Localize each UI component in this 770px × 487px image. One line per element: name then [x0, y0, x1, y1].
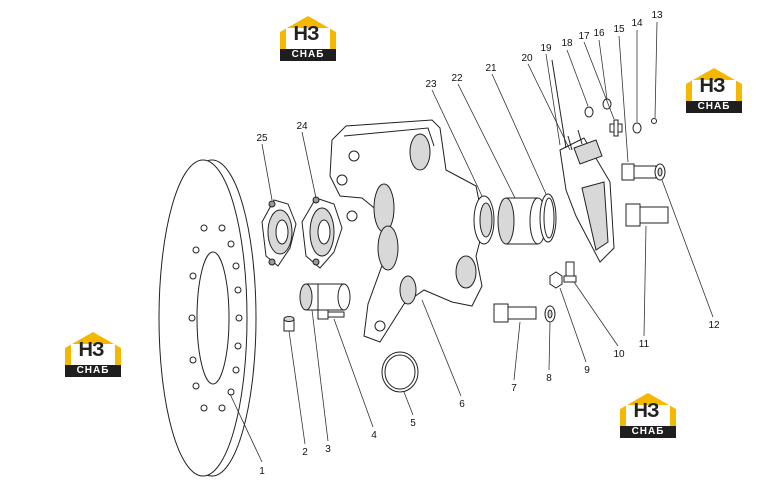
part-8-washer — [544, 305, 556, 323]
part-24-hub-flange — [301, 196, 343, 269]
callout-24: 24 — [296, 121, 308, 132]
callout-10: 10 — [613, 349, 625, 360]
logo-letters: НЗ — [699, 75, 726, 97]
callout-4: 4 — [371, 430, 377, 441]
callout-13: 13 — [651, 10, 663, 21]
callout-17: 17 — [578, 31, 590, 42]
callout-18: 18 — [561, 38, 573, 49]
part-6-caliper-housing — [329, 119, 485, 343]
callout-labels: 1 2 3 4 5 6 7 8 9 10 11 12 13 14 15 16 1… — [256, 10, 720, 477]
callout-11: 11 — [639, 339, 650, 350]
part-10-pin — [563, 261, 577, 283]
callout-6: 6 — [459, 399, 465, 410]
callout-9: 9 — [584, 365, 590, 376]
logo-letters: НЗ — [78, 339, 105, 361]
part-9-nut — [549, 271, 563, 289]
callout-12: 12 — [708, 320, 720, 331]
part-15-bolt — [621, 163, 657, 181]
part-18-washer — [584, 106, 594, 118]
callout-5: 5 — [410, 418, 416, 429]
part-22-piston — [497, 197, 547, 245]
callout-3: 3 — [325, 444, 331, 455]
callout-7: 7 — [511, 383, 517, 394]
callout-2: 2 — [302, 447, 308, 458]
logo-letters: НЗ — [293, 23, 320, 45]
part-14-nut — [632, 122, 642, 134]
callout-8: 8 — [546, 373, 552, 384]
callout-1: 1 — [259, 466, 265, 477]
part-23-seal-ring — [473, 195, 495, 245]
part-1-brake-disc — [158, 159, 257, 477]
part-17-bolt — [609, 119, 623, 137]
part-2-bushing — [283, 316, 295, 332]
callout-15: 15 — [613, 24, 625, 35]
callout-16: 16 — [593, 28, 605, 39]
part-13-ball — [651, 118, 657, 124]
watermark-logo: НЗ СНАБ — [617, 391, 679, 438]
logo-word: СНАБ — [620, 426, 676, 438]
house-roof-icon — [686, 68, 742, 102]
part-4-bolt — [317, 309, 345, 320]
house-roof-icon — [65, 332, 121, 366]
callout-22: 22 — [451, 73, 463, 84]
callout-23: 23 — [425, 79, 437, 90]
part-25-hub-flange — [261, 199, 297, 267]
part-7-bolt — [493, 303, 537, 323]
callout-21: 21 — [485, 63, 497, 74]
callout-14: 14 — [631, 18, 643, 29]
part-19-spring — [551, 59, 567, 149]
watermark-logo: НЗ СНАБ — [683, 66, 745, 113]
logo-word: СНАБ — [686, 101, 742, 113]
watermark-logo: НЗ СНАБ — [62, 330, 124, 377]
watermark-logo: НЗ СНАБ — [277, 14, 339, 61]
callout-25: 25 — [256, 133, 268, 144]
logo-word: СНАБ — [65, 365, 121, 377]
part-20-brake-pad — [559, 129, 615, 263]
house-roof-icon — [620, 393, 676, 427]
house-roof-icon — [280, 16, 336, 50]
leader-lines — [229, 21, 714, 463]
part-11-guide-pin — [625, 203, 669, 227]
logo-letters: НЗ — [633, 400, 660, 422]
part-21-piston-seal — [539, 193, 557, 243]
callout-19: 19 — [540, 43, 552, 54]
part-5-o-ring — [381, 351, 419, 393]
part-3-sleeve — [299, 283, 351, 311]
part-12-ring — [654, 163, 666, 181]
logo-word: СНАБ — [280, 49, 336, 61]
callout-20: 20 — [521, 53, 533, 64]
